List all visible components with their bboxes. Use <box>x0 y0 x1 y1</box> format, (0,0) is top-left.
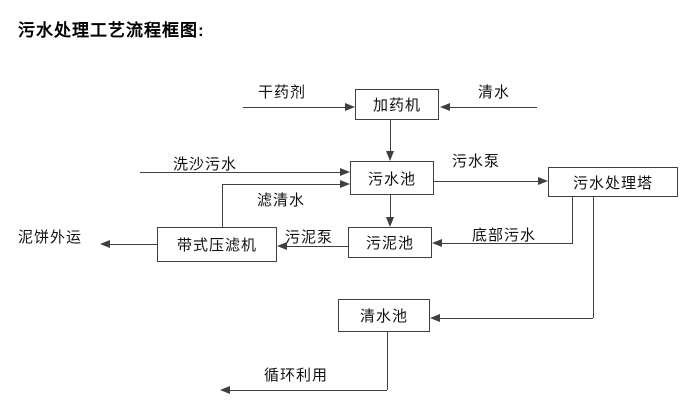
arrow-sewage-pump-line <box>434 181 538 182</box>
arrow-filtered-water-line <box>222 184 340 185</box>
arrow-sewage-to-sludge-head-icon <box>386 217 394 227</box>
arrow-sand-wash-line <box>140 172 340 173</box>
label-recycling: 循环利用 <box>264 367 329 384</box>
label-filtered-water: 滤清水 <box>257 192 306 209</box>
arrow-filtered-water-vline <box>222 184 223 227</box>
label-dry-agent: 干药剂 <box>258 84 307 101</box>
arrow-dosing-to-sewage-line <box>390 120 391 151</box>
arrow-tower-to-clean-vline <box>593 197 594 318</box>
arrow-tower-to-clean-line <box>440 318 593 319</box>
node-dosing-machine: 加药机 <box>355 89 439 120</box>
arrow-dry-agent-head-icon <box>345 103 355 111</box>
label-bottom-sewage: 底部污水 <box>472 227 537 244</box>
arrow-filtered-water-head-icon <box>340 180 350 188</box>
label-mud-cake-outbound: 泥饼外运 <box>18 229 83 246</box>
arrow-sludge-pump-head-icon <box>277 242 287 250</box>
arrow-sand-wash-head-icon <box>340 168 350 176</box>
arrow-bottom-sewage-head-icon <box>432 239 442 247</box>
node-sewage-pool: 污水池 <box>350 161 434 195</box>
arrow-recycling-vline <box>387 332 388 390</box>
arrow-recycling-line <box>230 390 387 391</box>
arrow-sewage-to-sludge-line <box>390 195 391 217</box>
arrow-mud-cake-line <box>110 244 157 245</box>
node-sludge-pool: 污泥池 <box>348 227 432 258</box>
label-sand-wash-sewage: 洗沙污水 <box>173 156 238 173</box>
diagram-title: 污水处理工艺流程框图: <box>18 21 205 40</box>
label-sludge-pump: 污泥泵 <box>285 229 334 246</box>
node-belt-filter-press: 带式压滤机 <box>157 227 277 262</box>
label-clean-water: 清水 <box>478 84 511 101</box>
arrow-bottom-sewage-vline <box>572 197 573 243</box>
label-sewage-pump: 污水泵 <box>452 153 501 170</box>
arrow-tower-to-clean-head-icon <box>430 314 440 322</box>
arrow-clean-water-line <box>450 107 537 108</box>
arrow-dosing-to-sewage-head-icon <box>386 151 394 161</box>
arrow-dry-agent-line <box>243 107 345 108</box>
arrow-mud-cake-head-icon <box>100 240 110 248</box>
arrow-clean-water-head-icon <box>440 103 450 111</box>
arrow-recycling-head-icon <box>220 386 230 394</box>
node-treatment-tower: 污水处理塔 <box>548 167 678 197</box>
node-clean-water-pool: 清水池 <box>338 299 430 332</box>
arrow-sewage-pump-head-icon <box>538 177 548 185</box>
arrow-sludge-pump-line <box>287 246 348 247</box>
arrow-bottom-sewage-line <box>442 243 573 244</box>
